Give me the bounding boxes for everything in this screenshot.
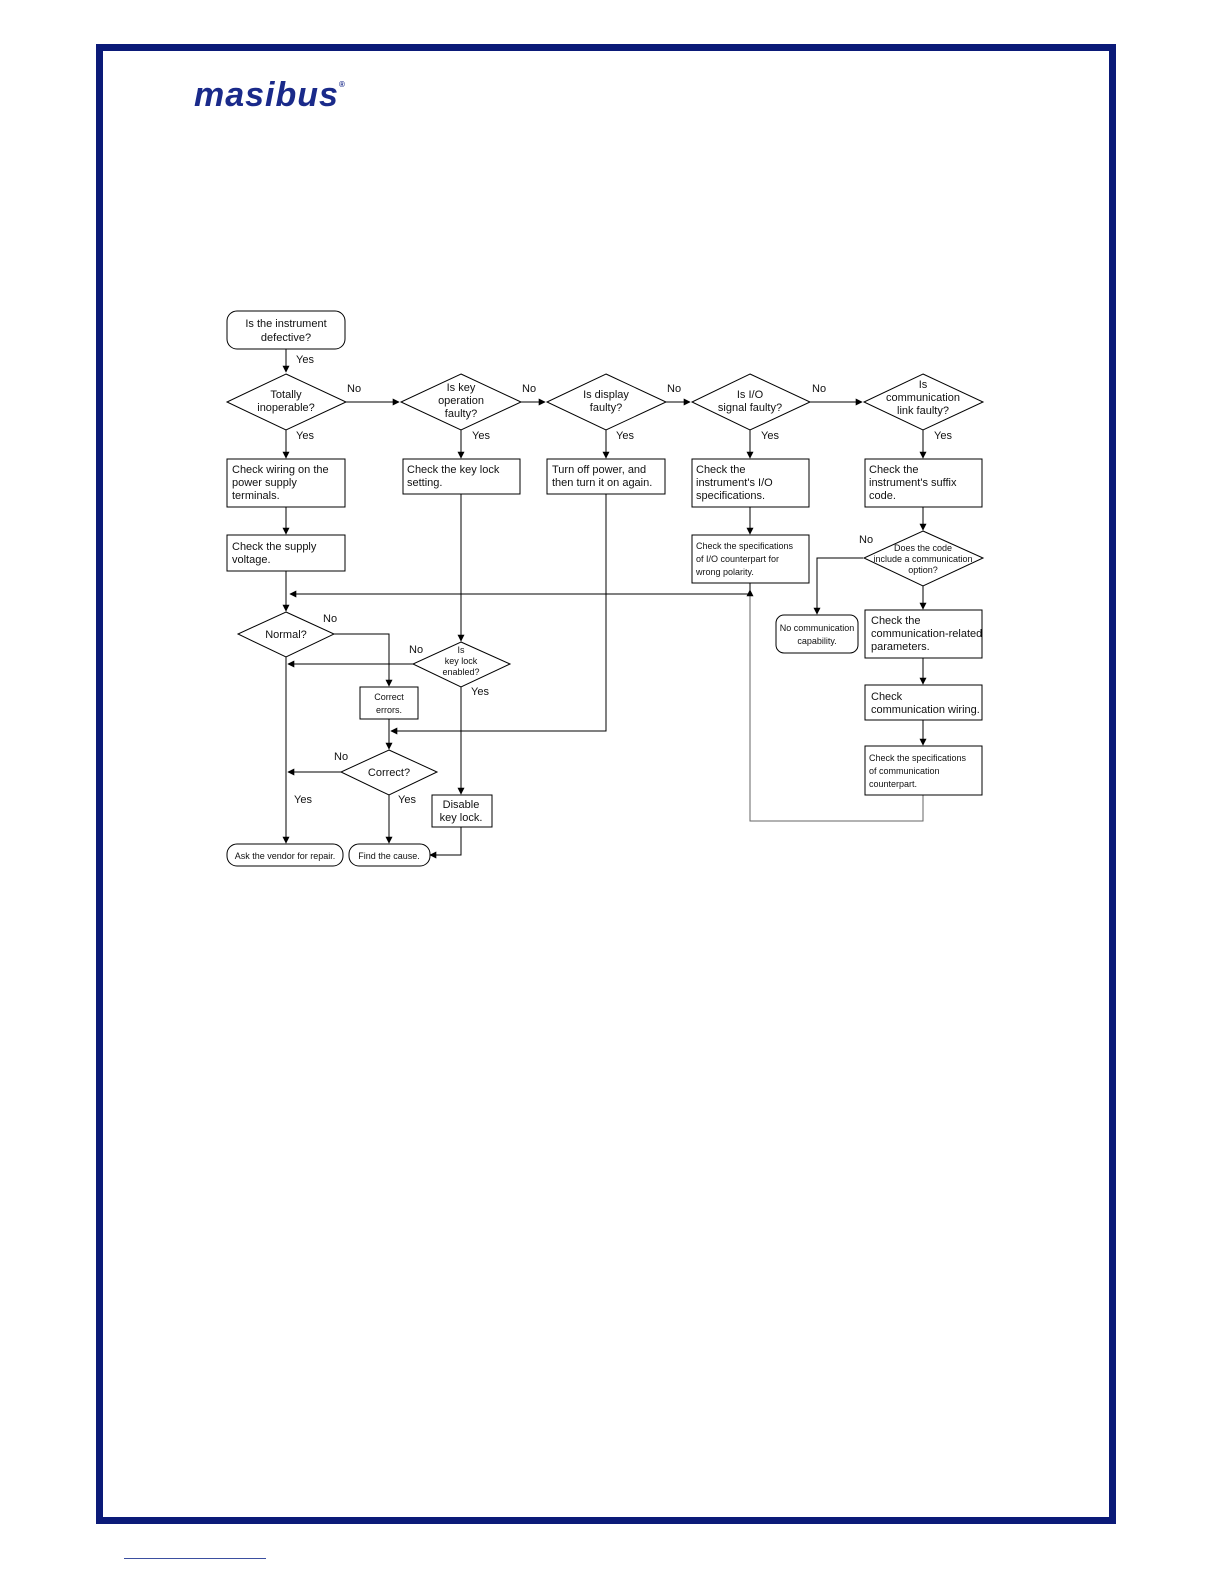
label-yes: Yes — [761, 430, 779, 442]
decision-display-faulty — [545, 373, 668, 431]
page-border-inner — [102, 50, 1110, 1518]
decision-keylock-enabled — [411, 641, 512, 688]
decision-totally-inoperable — [225, 373, 348, 431]
no-comm-terminal — [775, 614, 859, 654]
decision-comm-faulty — [862, 373, 985, 431]
ask-vendor-terminal — [226, 843, 344, 867]
logo-registered-mark: ® — [338, 80, 346, 89]
decision-correct — [339, 749, 439, 796]
label-no: No — [667, 383, 681, 395]
correct-label: Correct? — [368, 767, 410, 779]
box-check-comm-counterpart — [864, 745, 983, 796]
page-border-outer — [96, 44, 1116, 1524]
label-no: No — [859, 534, 873, 546]
box-check-comm-wiring — [864, 684, 983, 721]
box-correct-errors — [359, 686, 419, 720]
label-yes: Yes — [296, 430, 314, 442]
box-check-counterpart — [691, 534, 810, 584]
box-check-io-spec — [691, 458, 810, 508]
label-yes: Yes — [471, 686, 489, 698]
decision-code-include — [862, 530, 985, 587]
masibus-logo: masibus® — [194, 76, 346, 115]
label-yes: Yes — [294, 794, 312, 806]
label-yes: Yes — [934, 430, 952, 442]
box-check-supply — [226, 534, 346, 572]
box-disable-keylock — [431, 794, 493, 828]
ask-vendor-label: Ask the vendor for repair. — [235, 851, 336, 861]
label-no: No — [409, 644, 423, 656]
box-turn-off — [546, 458, 666, 495]
logo-text: masibus — [194, 76, 339, 114]
box-check-suffix — [864, 458, 983, 508]
decision-key-faulty — [399, 373, 523, 431]
label-no: No — [334, 751, 348, 763]
label-no: No — [812, 383, 826, 395]
box-check-wiring — [226, 458, 346, 508]
find-cause-label: Find the cause. — [358, 851, 420, 861]
box-check-comm-params — [864, 609, 983, 659]
label-no: No — [347, 383, 361, 395]
label-yes: Yes — [398, 794, 416, 806]
box-check-keylock — [402, 458, 521, 495]
label-yes: Yes — [472, 430, 490, 442]
start-terminal — [226, 310, 346, 350]
footer-rule — [124, 1558, 266, 1559]
connectors — [282, 349, 927, 859]
label-no: No — [522, 383, 536, 395]
label-yes: Yes — [616, 430, 634, 442]
label-no: No — [323, 613, 337, 625]
label-yes: Yes — [296, 354, 314, 366]
branch-labels: Yes No No No No Yes Yes Yes Yes Yes No N… — [294, 354, 952, 806]
decision-normal — [236, 611, 336, 658]
find-cause-terminal — [348, 843, 431, 867]
normal-label: Normal? — [265, 629, 307, 641]
decision-io-faulty — [690, 373, 812, 431]
